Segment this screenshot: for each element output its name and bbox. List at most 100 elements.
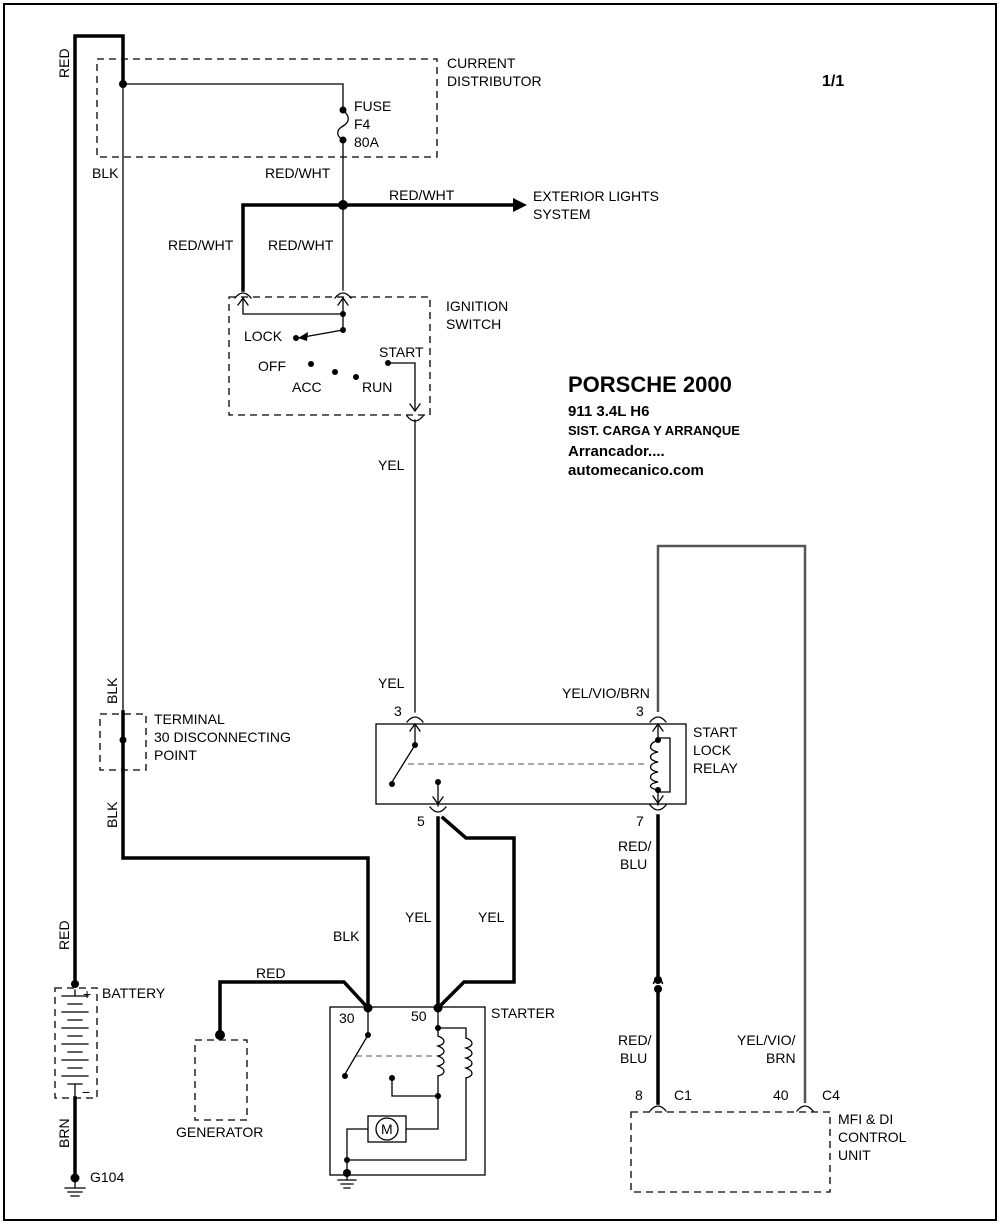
battery-cells	[61, 989, 89, 1099]
starter-box	[329, 1006, 486, 1176]
starter-pin-50: 50	[411, 1008, 427, 1024]
wire-label-red-blu-relay-1: RED/	[618, 838, 652, 854]
relay-coil	[649, 739, 659, 791]
red-blu-splice-top	[654, 976, 662, 984]
starter-30-contact	[342, 1073, 348, 1079]
wire-label-blk-top: BLK	[92, 165, 119, 181]
ign-contact-acc	[332, 369, 338, 375]
starter-ground-node-2	[343, 1169, 351, 1177]
wire-label-red-blu-mfi-2: BLU	[620, 1050, 647, 1066]
title-system: SIST. CARGA Y ARRANQUE	[568, 423, 740, 438]
generator-label: GENERATOR	[176, 1124, 263, 1140]
relay-pin-3-right: 3	[636, 703, 644, 719]
mfi-c4: C4	[822, 1087, 840, 1103]
wire-label-yel-vio-brn-mfi-1: YEL/VIO/	[737, 1032, 795, 1048]
mfi-label-2: CONTROL	[838, 1129, 907, 1145]
ground-g104: G104	[64, 1169, 124, 1197]
starter-motor-icon	[375, 1117, 399, 1141]
title-model: 911 3.4L H6	[568, 403, 649, 420]
relay-label-3: RELAY	[693, 760, 739, 776]
wire-label-yel-starter-left: YEL	[405, 909, 432, 925]
title-brand: PORSCHE 2000	[568, 372, 732, 397]
exterior-lights-label-1: EXTERIOR LIGHTS	[533, 188, 659, 204]
generator-node	[215, 1030, 225, 1040]
wire-label-yel-starter-right: YEL	[478, 909, 505, 925]
distributor-bus	[122, 83, 344, 111]
wire-blk-lower	[121, 768, 370, 1010]
relay-switch-out-node	[435, 779, 441, 785]
mfi-pin-8: 8	[635, 1087, 643, 1103]
ign-label-run: RUN	[362, 379, 392, 395]
relay-label-1: START	[693, 724, 738, 740]
starter-50-wire	[437, 1007, 467, 1039]
relay-conn-5	[429, 806, 447, 813]
wire-label-red-top: RED	[56, 48, 72, 78]
exterior-lights-label-2: SYSTEM	[533, 206, 591, 222]
terminal30-label-1: TERMINAL	[154, 711, 225, 727]
ign-label-1: IGNITION	[446, 298, 508, 314]
wire-red-wht-bus	[241, 203, 517, 292]
wire-label-yel-vio-brn-mfi-2: BRN	[766, 1050, 796, 1066]
current-distributor-label-1: CURRENT	[447, 55, 516, 71]
current-distributor: CURRENT DISTRIBUTOR FUSE F4 80A	[96, 55, 542, 158]
terminal30-disconnecting-point: TERMINAL 30 DISCONNECTING POINT	[99, 711, 291, 771]
wire-label-red-batt: RED	[56, 920, 72, 950]
ign-label-acc: ACC	[292, 379, 322, 395]
start-lock-relay: 3 3 5 7 START LOCK RELAY	[375, 703, 739, 829]
relay-label-2: LOCK	[693, 742, 732, 758]
generator-box	[194, 1039, 248, 1121]
ign-start-arrow	[409, 403, 421, 413]
wire-label-blk-starter: BLK	[333, 928, 360, 944]
wire-yel-loop	[435, 815, 516, 1011]
wire-label-red-wht-lights: RED/WHT	[389, 187, 455, 203]
wire-red-main	[73, 34, 125, 987]
wire-label-red-blu-relay-2: BLU	[620, 856, 647, 872]
wire-label-red-blu-mfi-1: RED/	[618, 1032, 652, 1048]
red-wht-node-top	[338, 200, 348, 210]
mfi-box	[630, 1111, 831, 1193]
relay-switch-arm	[391, 744, 416, 783]
fuse-label-1: FUSE	[354, 98, 391, 114]
generator: RED GENERATOR	[176, 965, 371, 1140]
current-distributor-box	[96, 58, 438, 158]
fuse-symbol	[337, 109, 349, 141]
starter-motor-wire	[346, 1077, 467, 1173]
ign-connector-right	[334, 292, 352, 299]
mfi-label-1: MFI & DI	[838, 1111, 893, 1127]
ign-connector-left	[234, 292, 252, 299]
exterior-lights-arrow	[513, 198, 527, 212]
battery-label: BATTERY	[102, 985, 166, 1001]
starter-coil-1	[435, 1027, 445, 1077]
relay-switch-contact	[389, 781, 395, 787]
relay-pin-5: 5	[417, 813, 425, 829]
wire-label-yel-relay: YEL	[378, 675, 405, 691]
battery: + − BATTERY	[54, 980, 166, 1100]
ground-node	[70, 1173, 80, 1183]
starter-motor-label: M	[381, 1121, 393, 1137]
starter-contact-node	[389, 1075, 395, 1081]
ign-label-off: OFF	[258, 358, 286, 374]
ign-label-lock: LOCK	[244, 328, 283, 344]
ign-label-2: SWITCH	[446, 316, 501, 332]
fuse-label-3: 80A	[354, 134, 380, 150]
starter-label: STARTER	[491, 1005, 555, 1021]
relay-conn-3-left	[406, 716, 424, 723]
relay-pin-3-left: 3	[394, 703, 402, 719]
ignition-switch: LOCK OFF ACC RUN START IGNITION SWITCH	[228, 292, 508, 422]
ign-contact-off	[308, 361, 314, 367]
relay-coil-wire	[657, 723, 671, 806]
battery-plus: +	[83, 986, 91, 1002]
mfi-conn-40	[796, 1105, 814, 1112]
battery-minus: −	[82, 1084, 90, 1100]
relay-coil-node-bot	[655, 787, 661, 793]
mfi-c1: C1	[674, 1087, 692, 1103]
wire-label-red-wht-left: RED/WHT	[168, 237, 234, 253]
relay-coil-node-top	[655, 737, 661, 743]
ign-start-wire	[387, 362, 416, 411]
ground-label: G104	[90, 1169, 124, 1185]
starter-ground-node-1	[344, 1157, 350, 1163]
mfi-pin-40: 40	[773, 1087, 789, 1103]
ignition-switch-box	[228, 296, 431, 416]
title-section: Arrancador....	[568, 443, 665, 460]
